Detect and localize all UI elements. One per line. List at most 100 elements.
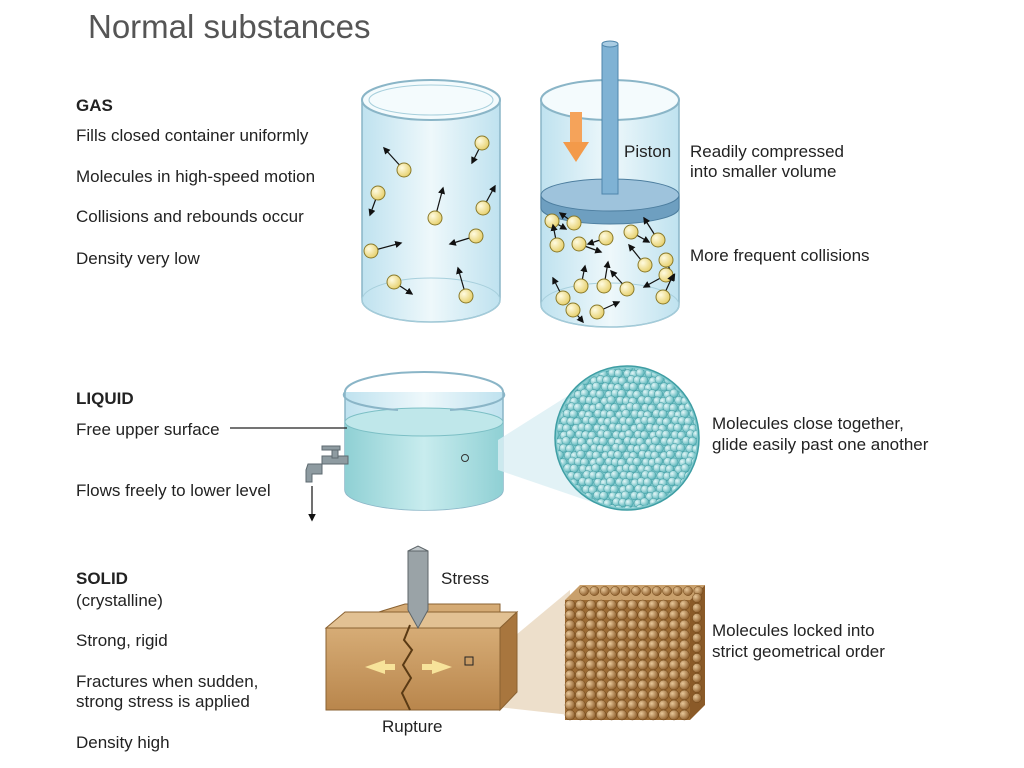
- gas-molecule: [589, 304, 605, 320]
- solid-molecule: [606, 639, 617, 651]
- liquid-molecule: [710, 506, 718, 514]
- liquid-molecule: [710, 370, 718, 378]
- gas-prop: Collisions and rebounds occur: [76, 207, 304, 226]
- solid-molecule: [668, 649, 680, 661]
- solid-molecule: [668, 609, 680, 621]
- solid-molecule: [606, 679, 617, 691]
- gas-molecule: [637, 257, 653, 273]
- liquid-molecule: [694, 491, 697, 501]
- solid-molecule: [679, 689, 690, 701]
- liquid-molecule: [557, 492, 565, 502]
- solid-molecule: [692, 683, 702, 693]
- solid-molecule: [658, 659, 669, 671]
- solid-molecule: [627, 689, 638, 701]
- gas-molecules: [363, 135, 496, 304]
- solid-molecule: [595, 619, 607, 631]
- solid-molecule: [595, 709, 607, 721]
- solid-molecule: [585, 659, 597, 671]
- liquid-molecule: [672, 368, 682, 378]
- solid-molecule: [679, 599, 690, 611]
- liquid-molecule: [692, 499, 697, 508]
- liquid-molecule: [699, 362, 707, 370]
- liquid-molecule: [687, 382, 697, 392]
- solid-molecule: [575, 599, 586, 611]
- liquid-molecule: [688, 505, 697, 508]
- liquid-molecule: [700, 404, 708, 412]
- solid-molecule: [668, 599, 680, 611]
- liquid-molecule: [704, 438, 712, 446]
- solid-molecule: [692, 633, 702, 643]
- liquid-molecule: [610, 403, 620, 413]
- solid-molecule: [672, 586, 683, 596]
- solid-molecule: [627, 619, 638, 631]
- solid-molecule: [637, 639, 649, 651]
- solid-molecule: [631, 586, 641, 596]
- solid-molecule: [585, 679, 597, 691]
- solid-molecule: [575, 609, 586, 621]
- liquid-molecule: [701, 443, 709, 451]
- solid-prop: Strong, rigid: [76, 631, 168, 650]
- liquid-molecule: [696, 382, 697, 392]
- liquid-molecule: [703, 465, 711, 473]
- liquid-zoom-label: Molecules close together,: [712, 414, 904, 433]
- solid-molecule: [658, 679, 669, 691]
- liquid-molecule: [581, 368, 591, 371]
- liquid-molecule: [623, 505, 633, 508]
- solid-molecule: [692, 693, 702, 703]
- liquid-molecule: [686, 498, 696, 508]
- gas-molecule: [468, 228, 484, 244]
- solid-molecule: [679, 649, 690, 661]
- rupture-label: Rupture: [382, 717, 442, 736]
- solid-molecule: [658, 609, 669, 621]
- solid-molecule: [662, 586, 673, 596]
- liquid-molecule: [711, 478, 719, 486]
- liquid-molecule: [629, 505, 639, 508]
- liquid-molecule: [706, 404, 714, 412]
- solid-molecule: [637, 619, 649, 631]
- solid-molecule: [668, 679, 680, 691]
- liquid-molecule: [685, 375, 695, 385]
- solid-molecule: [616, 629, 628, 641]
- gas-molecule: [565, 302, 581, 318]
- liquid-molecule: [708, 498, 716, 506]
- faucet: [305, 445, 349, 522]
- liquid-molecule: [708, 362, 716, 370]
- solid-molecule: [668, 659, 680, 671]
- liquid-molecule: [651, 505, 660, 508]
- liquid-molecule: [654, 444, 664, 454]
- solid-molecule: [595, 599, 607, 611]
- liquid-molecule: [586, 504, 596, 508]
- gas-prop: Molecules in high-speed motion: [76, 167, 316, 186]
- gas-molecule: [549, 237, 565, 253]
- solid-molecule: [668, 639, 680, 651]
- solid-molecule: [627, 599, 638, 611]
- liquid-molecule: [666, 368, 676, 378]
- solid-molecule: [637, 689, 649, 701]
- liquid-molecule: [580, 443, 590, 453]
- liquid-molecule: [617, 443, 627, 453]
- liquid-molecule: [691, 390, 697, 400]
- solid-molecule: [585, 619, 597, 631]
- liquid-molecule: [681, 369, 691, 379]
- liquid-molecule: [565, 375, 575, 385]
- liquid-molecule: [610, 470, 620, 480]
- solid-molecule: [564, 659, 576, 671]
- liquid-molecule: [561, 505, 571, 508]
- solid-molecule: [585, 699, 597, 711]
- fracture-arrows: [365, 660, 452, 674]
- liquid-molecule: [661, 368, 671, 372]
- liquid-molecule: [570, 505, 580, 508]
- liquid-molecule: [683, 483, 693, 493]
- gas-molecule: [544, 213, 560, 229]
- solid-molecule: [606, 609, 617, 621]
- liquid-molecule: [557, 376, 562, 386]
- solid-molecule: [595, 609, 607, 621]
- liquid-molecule: [557, 368, 560, 371]
- solid-molecule: [585, 689, 597, 701]
- solid-prop: strong stress is applied: [76, 692, 250, 711]
- solid-zoom-label: Molecules locked into: [712, 621, 875, 640]
- solid-molecule: [564, 689, 576, 701]
- solid-molecule: [606, 669, 617, 681]
- gas-prop: Fills closed container uniformly: [76, 126, 309, 145]
- solid-molecule: [575, 629, 586, 641]
